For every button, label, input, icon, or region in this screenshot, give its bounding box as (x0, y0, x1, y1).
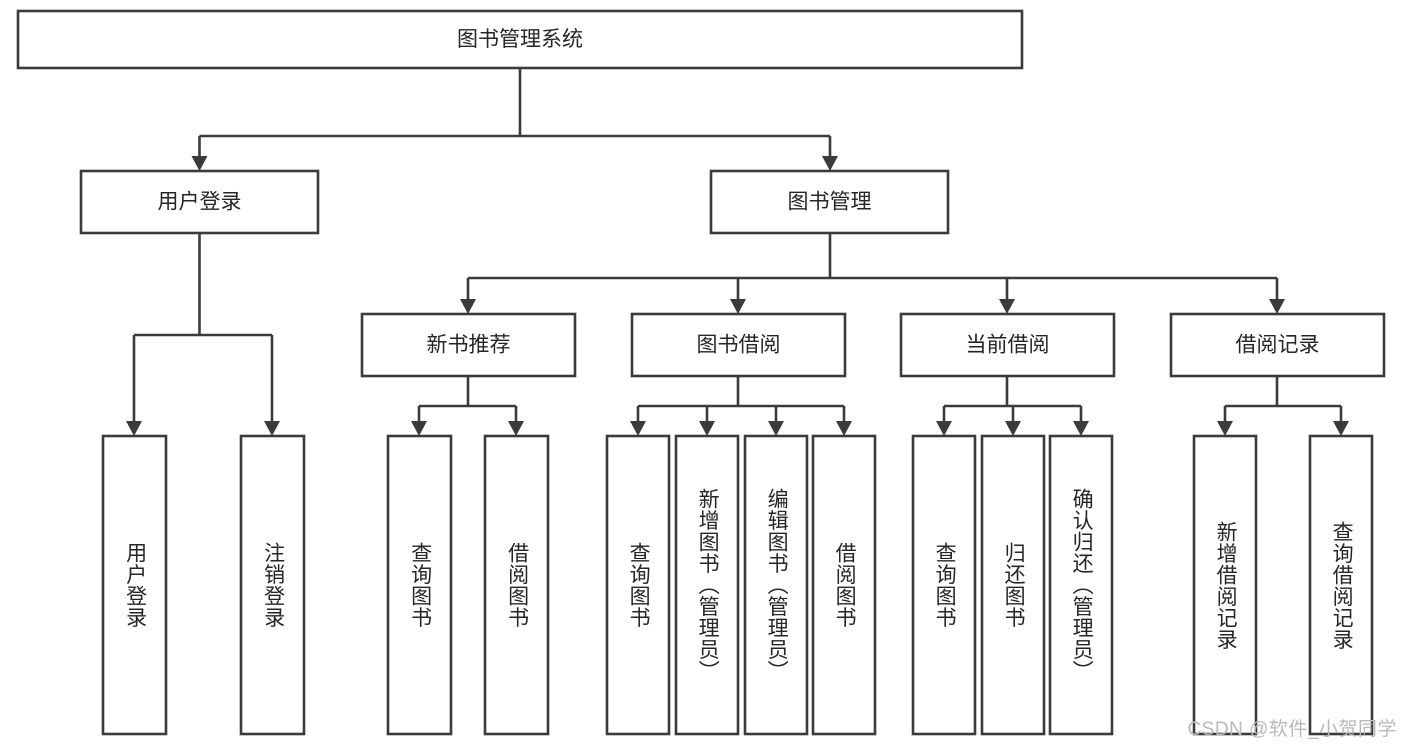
level2-node-borrow-record[interactable] (1169, 312, 1386, 378)
level2-node-book-borrow[interactable] (630, 312, 847, 378)
leaf-node-leaf-user-login[interactable] (101, 434, 168, 736)
leaf-node-leaf-edit-book-admin[interactable] (743, 434, 809, 736)
leaf-node-leaf-query-book-borrow[interactable] (605, 434, 671, 736)
conn-current-l3-arrow-icon (1073, 421, 1089, 436)
level2-node-current-borrow[interactable] (899, 312, 1116, 378)
label-current-borrow: 当前借阅 (966, 334, 1050, 357)
conn-current-l2-arrow-icon (1005, 421, 1021, 436)
level2-node-new-book-recommend[interactable] (360, 312, 577, 378)
label-borrow-record: 借阅记录 (1236, 334, 1320, 357)
leaf-node-leaf-query-borrow-record[interactable] (1308, 434, 1374, 736)
leaf-node-leaf-add-borrow-record[interactable] (1192, 434, 1258, 736)
label-book-borrow: 图书借阅 (697, 334, 781, 357)
leaf-node-leaf-return-book[interactable] (980, 434, 1046, 736)
leaf-node-leaf-add-book-admin[interactable] (674, 434, 740, 736)
leaf-node-leaf-logout[interactable] (239, 434, 306, 736)
conn-bm-to-record-arrow-icon (1269, 299, 1285, 314)
conn-record-l1-arrow-icon (1217, 421, 1233, 436)
root-node-root[interactable] (16, 9, 1024, 70)
label-user-login: 用户登录 (158, 191, 242, 214)
conn-bm-to-recommend-arrow-icon (460, 299, 476, 314)
conn-root-to-book-manage-arrow-icon (822, 156, 838, 171)
level1-node-user-login[interactable] (79, 169, 320, 235)
conn-bm-to-borrow-arrow-icon (730, 299, 746, 314)
conn-current-l1-arrow-icon (936, 421, 952, 436)
label-book-manage: 图书管理 (788, 191, 872, 214)
leaf-node-leaf-query-book-recommend[interactable] (386, 434, 453, 736)
conn-userlogin-to-leaf1-arrow-icon (126, 421, 142, 436)
conn-borrow-l1-arrow-icon (630, 421, 646, 436)
conn-recommend-l1-arrow-icon (411, 421, 427, 436)
leaf-node-leaf-borrow-book[interactable] (811, 434, 877, 736)
label-root: 图书管理系统 (457, 28, 583, 51)
conn-borrow-l2-arrow-icon (699, 421, 715, 436)
leaf-node-leaf-confirm-return-admin[interactable] (1048, 434, 1114, 736)
label-new-book-recommend: 新书推荐 (427, 334, 511, 357)
conn-root-to-user-login-arrow-icon (191, 156, 208, 171)
conn-record-l2-arrow-icon (1333, 421, 1349, 436)
connectors-layer (126, 68, 1349, 436)
conn-borrow-l4-arrow-icon (836, 421, 852, 436)
conn-borrow-l3-arrow-icon (768, 421, 784, 436)
csdn-watermark: CSDN @软件_小贺同学 (1187, 719, 1397, 740)
conn-bm-to-current-arrow-icon (999, 299, 1015, 314)
conn-userlogin-to-leaf2-arrow-icon (264, 421, 280, 436)
leaf-node-leaf-query-book-current[interactable] (911, 434, 977, 736)
level1-node-book-manage[interactable] (709, 169, 950, 235)
conn-recommend-l2-arrow-icon (508, 421, 524, 436)
leaf-node-leaf-borrow-book-recommend[interactable] (483, 434, 550, 736)
